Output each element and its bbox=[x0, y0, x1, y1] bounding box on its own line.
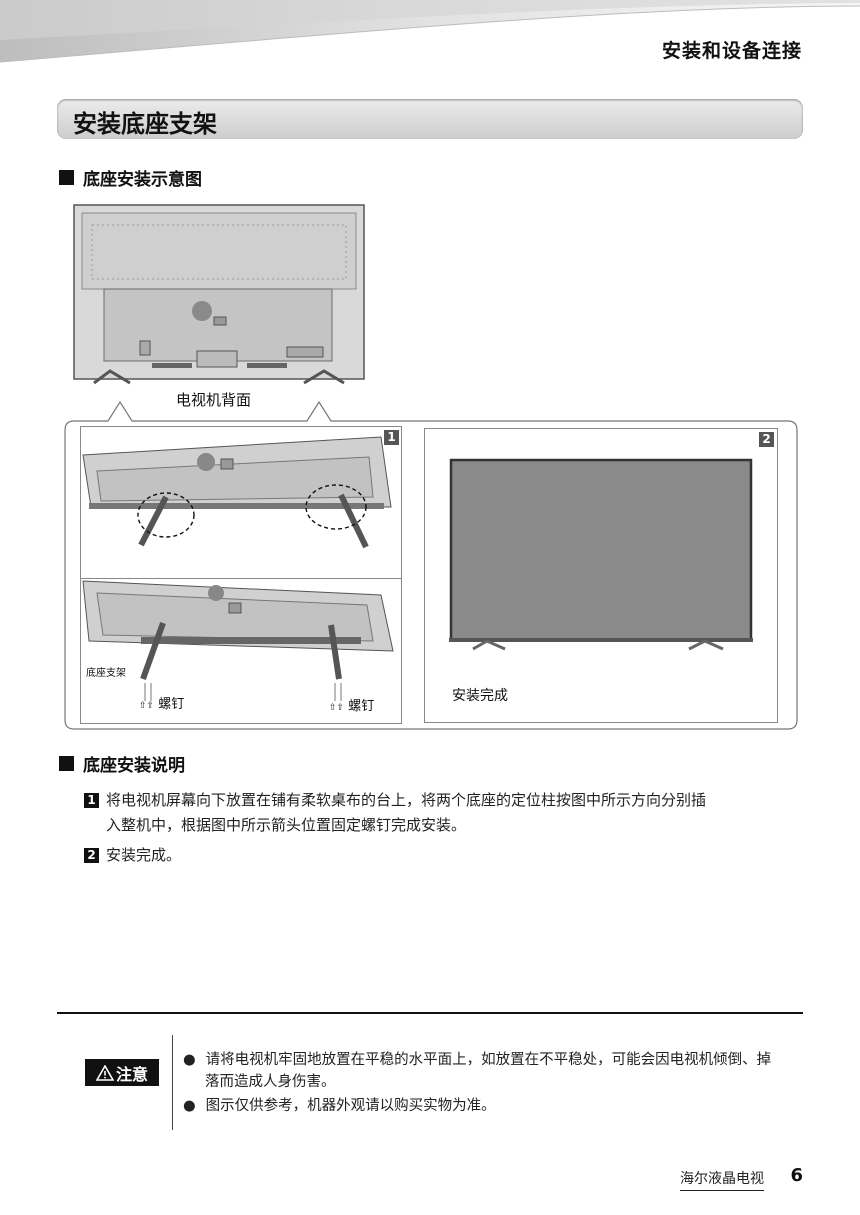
stand-label: 底座支架 bbox=[86, 668, 126, 679]
tv-tilted-illustration bbox=[82, 436, 392, 549]
step-1-panel-top: 1 bbox=[80, 426, 402, 580]
arrow-up-icon: ⇧⇧ bbox=[139, 701, 155, 711]
header-banner bbox=[0, 0, 860, 63]
diagram-subhead: 底座安装示意图 bbox=[59, 165, 202, 190]
caution-item-1: ●请将电视机牢固地放置在平稳的水平面上，如放置在不平稳处，可能会因电视机倾倒、掉… bbox=[183, 1052, 772, 1090]
caution-badge-text: 注意 bbox=[115, 1064, 148, 1084]
screw-label-left: ⇧⇧ 螺钉 bbox=[139, 697, 185, 712]
square-bullet-icon bbox=[59, 170, 74, 185]
instructions-subhead: 底座安装说明 bbox=[59, 751, 185, 776]
page-title-bar: 安装底座支架 bbox=[57, 99, 803, 139]
diagram-subhead-text: 底座安装示意图 bbox=[83, 170, 202, 190]
tv-stand-insert-illustration bbox=[82, 580, 394, 701]
step-1-panel-bottom: 底座支架 ⇧⇧ 螺钉 ⇧⇧ 螺钉 bbox=[80, 578, 402, 724]
warning-icon bbox=[95, 1064, 114, 1081]
step-2-number: 2 bbox=[759, 432, 774, 447]
page-title: 安装底座支架 bbox=[73, 110, 217, 138]
page-number: 6 bbox=[790, 1165, 803, 1186]
bullet-icon: ● bbox=[183, 1052, 196, 1068]
screw-label-right: ⇧⇧ 螺钉 bbox=[329, 699, 375, 714]
tv-front-illustration bbox=[449, 458, 753, 651]
step-number-badge: 1 bbox=[84, 793, 99, 808]
caution-divider bbox=[172, 1035, 173, 1130]
section-tag: 安装和设备连接 bbox=[661, 40, 802, 62]
caution-badge: 注意 bbox=[85, 1059, 159, 1086]
arrow-up-icon: ⇧⇧ bbox=[329, 703, 345, 713]
square-bullet-icon bbox=[59, 756, 74, 771]
footer-product-name: 海尔液晶电视 bbox=[680, 1168, 764, 1191]
done-label: 安装完成 bbox=[452, 688, 508, 704]
caution-item-2: ●图示仅供参考，机器外观请以购买实物为准。 bbox=[183, 1098, 496, 1114]
step-number-badge: 2 bbox=[84, 848, 99, 863]
step-2-panel: 2 安装完成 bbox=[424, 428, 778, 723]
instructions-subhead-text: 底座安装说明 bbox=[83, 756, 185, 776]
tv-back-label: 电视机背面 bbox=[176, 391, 252, 409]
caution-rule bbox=[57, 1012, 803, 1014]
step-1-number: 1 bbox=[384, 430, 399, 445]
tv-back-illustration bbox=[73, 204, 365, 385]
bullet-icon: ● bbox=[183, 1098, 196, 1114]
